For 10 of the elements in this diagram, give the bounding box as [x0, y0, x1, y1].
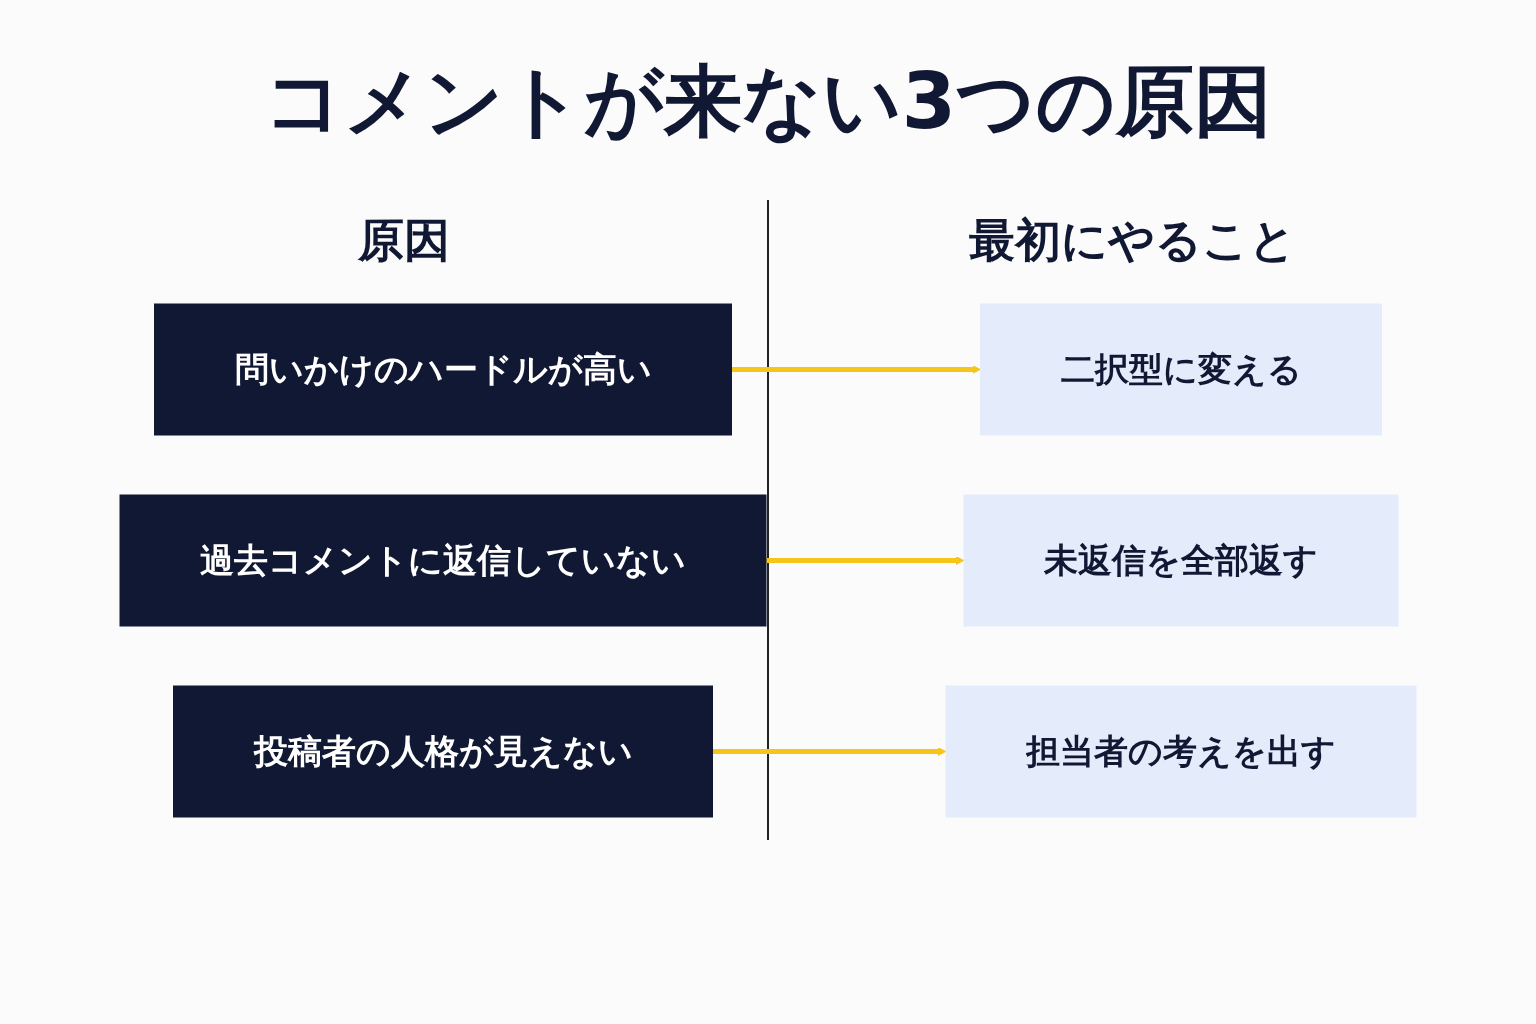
arrow: [766, 555, 965, 565]
node-box: 過去コメントに返信していない: [119, 494, 767, 626]
column-heading: 最初にやること: [967, 212, 1297, 269]
node-box: 二択型に変える: [980, 303, 1382, 435]
arrow: [731, 364, 981, 374]
column-heading: 原因: [356, 212, 451, 269]
node-box: 問いかけのハードルが高い: [154, 303, 732, 435]
node-box: 未返信を全部返す: [963, 494, 1399, 626]
arrow: [712, 746, 947, 756]
title: コメントが来ない3つの原因: [262, 55, 1274, 148]
